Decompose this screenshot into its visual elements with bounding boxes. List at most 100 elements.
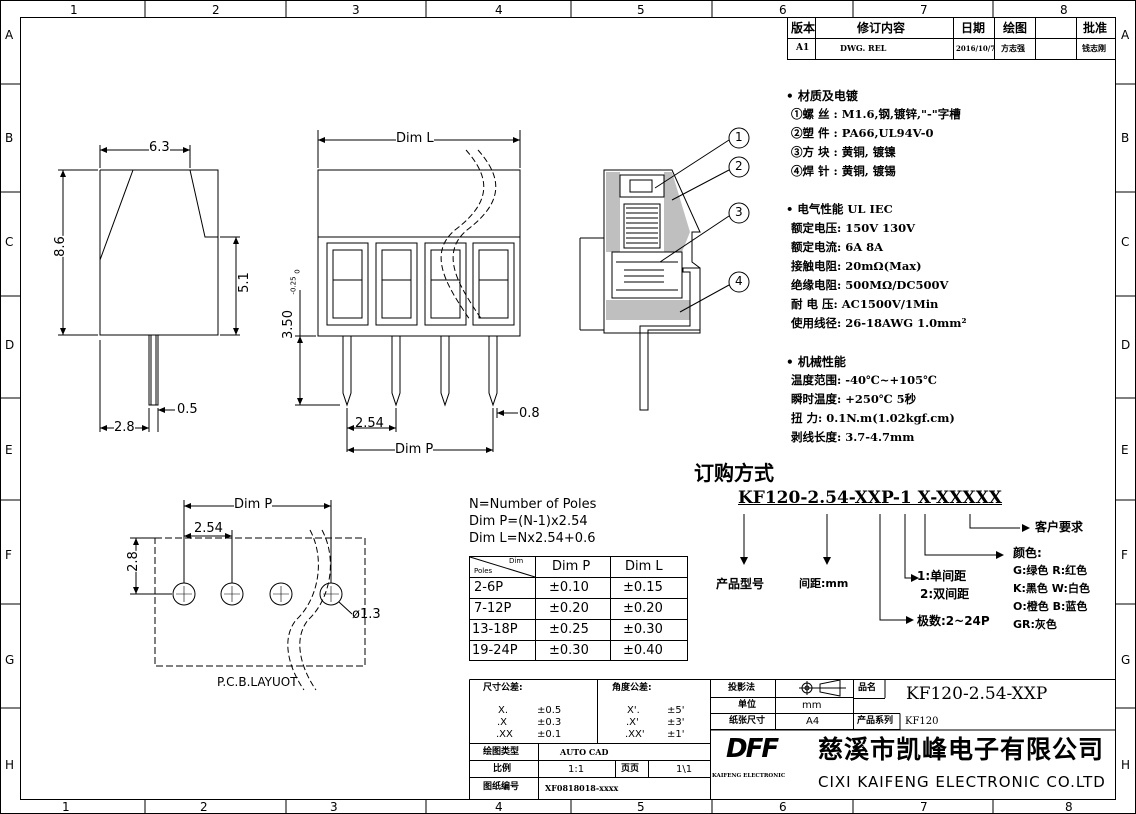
mechanical-item: 扭 力: 0.1N.m(1.02kgf.cm): [791, 411, 955, 425]
dim-pcb-p: Dim P: [234, 497, 273, 512]
tol-cell: 19-24P: [472, 643, 518, 658]
dim-front-l: Dim L: [396, 131, 434, 146]
tb-tol: ±0.3: [537, 717, 562, 728]
rev-cell: 钱志刚: [1082, 44, 1106, 53]
mechanical-item: 剥线长度: 3.7-4.7mm: [791, 430, 915, 444]
tb-series-value: KF120: [905, 716, 939, 727]
row-label: G: [5, 653, 15, 667]
rev-cell: 2016/10/7: [956, 44, 996, 53]
tb-tol: X.: [498, 705, 509, 716]
tb-page-label: 页页: [621, 764, 640, 774]
dim-front-tol-bot: -0.25: [289, 276, 298, 295]
order-customer: 客户要求: [1035, 520, 1084, 534]
tb-tol: .X': [626, 717, 639, 728]
rev-cell: DWG. REL: [840, 43, 887, 53]
dim-pcb-hole: ø1.3: [352, 607, 381, 622]
company-name-cn: 慈溪市凯峰电子有限公司: [818, 735, 1105, 764]
order-poles: 极数:2~24P: [917, 614, 990, 628]
inner-border: [20, 17, 1116, 800]
rev-cell: 方志强: [1001, 44, 1025, 53]
electrical-item: 绝缘电阻: 500MΩ/DC500V: [791, 278, 949, 292]
tb-tol: .XX: [496, 729, 513, 740]
row-label: H: [1121, 758, 1131, 772]
section-leaders: [654, 127, 750, 313]
row-label: H: [5, 758, 15, 772]
tb-projection-label: 投影法: [728, 683, 756, 693]
col-label: 6: [779, 800, 787, 814]
tb-scale-value: 1:1: [568, 764, 585, 775]
material-item: ④焊 针 : 黄铜, 镀锡: [791, 164, 896, 178]
tb-tol: ±3': [667, 717, 685, 728]
side-view: [58, 145, 240, 432]
mechanical-title: • 机械性能: [786, 355, 846, 369]
revision-table: [787, 17, 1116, 60]
projection-icon: [799, 679, 846, 697]
rev-header: 修订内容: [857, 21, 906, 35]
col-label: 5: [637, 800, 645, 814]
tb-tol: X'.: [627, 705, 640, 716]
tol-cell: 2-6P: [474, 580, 504, 595]
tol-corner-bottom: Poles: [474, 567, 493, 575]
row-label: D: [1121, 338, 1131, 352]
tb-paper-value: A4: [806, 716, 820, 727]
callout-4: 4: [735, 274, 743, 288]
section-hatch: [606, 172, 690, 320]
tb-cad-value: AUTO CAD: [560, 747, 609, 757]
tb-unit-value: mm: [802, 700, 822, 711]
tb-series-label: 产品系列: [857, 716, 894, 726]
order-color: G:绿色 R:红色: [1013, 564, 1088, 577]
tol-cell: ±0.15: [623, 580, 663, 595]
tb-cad-label: 绘图类型: [483, 747, 520, 757]
electrical-title: • 电气性能 UL IEC: [786, 202, 893, 216]
rev-header: 日期: [961, 21, 986, 35]
order-spacing: 1:单间距: [917, 569, 967, 583]
formula: Dim L=Nx2.54+0.6: [469, 531, 596, 546]
col-label: 3: [352, 3, 360, 17]
dim-front-pin-len: 3.50: [280, 310, 296, 339]
order-color: O:橙色 B:蓝色: [1013, 600, 1088, 613]
dim-front-pin-w: 0.8: [519, 406, 540, 421]
tol-cell: ±0.10: [549, 580, 589, 595]
col-label: 2: [212, 3, 220, 17]
tol-cell: 7-12P: [474, 601, 512, 616]
front-arrows: [297, 137, 520, 453]
col-label: 8: [1060, 3, 1068, 17]
electrical-item: 接触电阻: 20mΩ(Max): [791, 259, 922, 273]
order-code: KF120-2.54-XXP-1 X-XXXXX: [738, 488, 1002, 508]
title-block-grid: [469, 679, 1116, 800]
callout-3: 3: [735, 205, 743, 219]
tb-tol: .XX': [625, 729, 645, 740]
rev-cell: A1: [796, 43, 810, 53]
row-label: A: [5, 28, 14, 42]
order-color-title: 颜色:: [1013, 546, 1042, 560]
company-logo: DFF: [726, 734, 779, 764]
tb-paper-label: 纸张尺寸: [729, 716, 766, 726]
tb-scale-label: 比例: [493, 764, 512, 774]
electrical-item: 使用线径: 26-18AWG 1.0mm²: [791, 316, 967, 330]
tol-header: Dim L: [625, 559, 663, 574]
formula: N=Number of Poles: [469, 497, 597, 512]
tol-header: Dim P: [552, 559, 591, 574]
callout-2: 2: [735, 159, 743, 173]
section-view: [579, 169, 701, 411]
tb-tol: ±0.5: [537, 705, 562, 716]
rev-header: 版本: [791, 21, 816, 35]
tol-cell: 13-18P: [472, 622, 518, 637]
row-label: E: [5, 443, 13, 457]
tb-tol: ±5': [667, 705, 685, 716]
col-label: 3: [330, 800, 338, 814]
material-item: ③方 块 : 黄铜, 镀镍: [791, 145, 896, 159]
material-item: ①螺 丝 : M1.6,钢,镀锌,"-"字槽: [791, 107, 961, 121]
col-label: 2: [200, 800, 208, 814]
col-label: 4: [495, 800, 503, 814]
tb-dim-tol-label: 尺寸公差:: [483, 683, 523, 693]
dim-side-right: 5.1: [236, 272, 252, 293]
col-label: 5: [637, 3, 645, 17]
row-label: F: [1121, 548, 1128, 562]
mechanical-item: 瞬时温度: +250℃ 5秒: [791, 392, 917, 406]
row-label: A: [1121, 28, 1130, 42]
tb-product-name: KF120-2.54-XXP: [906, 684, 1048, 704]
tb-tol: ±0.1: [537, 729, 562, 740]
